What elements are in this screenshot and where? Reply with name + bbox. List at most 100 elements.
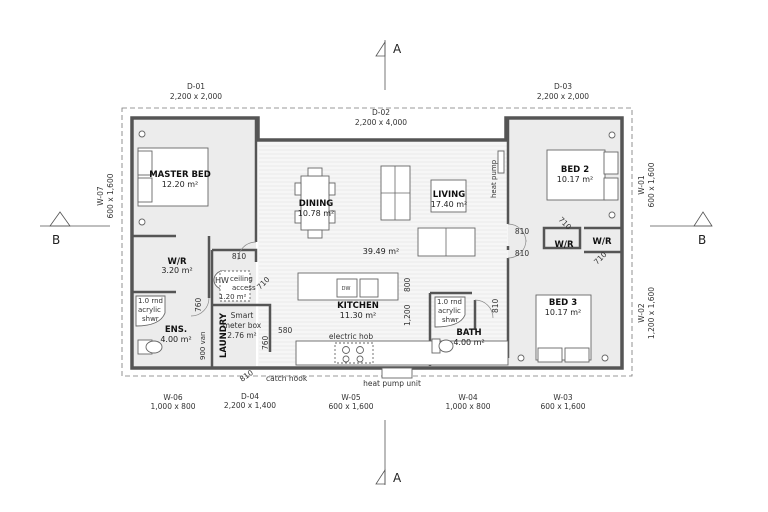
svg-text:W-05: W-05 — [341, 393, 361, 402]
svg-text:B: B — [52, 233, 60, 247]
svg-text:600 x 1,600: 600 x 1,600 — [106, 173, 115, 218]
room-area-bath: 4.00 m² — [453, 338, 484, 347]
svg-text:1,200: 1,200 — [403, 304, 412, 326]
svg-text:W-01: W-01 — [637, 175, 646, 195]
hot-water-cylinder — [213, 270, 251, 302]
room-area-living: 17.40 m² — [431, 200, 467, 209]
door-swings — [190, 223, 527, 319]
svg-text:2,200 x 2,000: 2,200 x 2,000 — [537, 92, 589, 101]
svg-text:HW: HW — [215, 276, 229, 285]
annotations: HW ceiling access 1.20 m² Smart meter bo… — [138, 159, 498, 388]
svg-text:1,200 x 1,600: 1,200 x 1,600 — [647, 287, 656, 339]
room-area-open-plan: 39.49 m² — [363, 247, 399, 256]
svg-text:1,000 x 800: 1,000 x 800 — [446, 402, 491, 411]
svg-text:B: B — [698, 233, 706, 247]
svg-text:heat pump unit: heat pump unit — [363, 379, 421, 388]
bed3-furniture — [517, 294, 609, 363]
ensuite-fixtures — [135, 295, 166, 355]
svg-text:900 van: 900 van — [199, 332, 207, 360]
svg-text:shwr: shwr — [142, 315, 159, 323]
bath-fixtures — [431, 296, 466, 354]
room-name-dining: DINING — [299, 199, 334, 209]
svg-text:2,200 x 4,000: 2,200 x 4,000 — [355, 118, 407, 127]
heat-pump-unit — [497, 150, 505, 174]
svg-text:2,200 x 2,000: 2,200 x 2,000 — [170, 92, 222, 101]
room-name-wr-bed3: W/R — [592, 237, 611, 247]
svg-text:meter box: meter box — [223, 321, 262, 330]
room-name-bed3: BED 3 — [549, 298, 577, 308]
room-area-bed3: 10.17 m² — [545, 308, 581, 317]
section-marker-b-right: B — [650, 211, 713, 247]
svg-text:760: 760 — [261, 335, 270, 350]
svg-text:1.20 m²: 1.20 m² — [219, 293, 247, 301]
room-area-master-bed: 12.20 m² — [162, 180, 198, 189]
svg-text:810: 810 — [515, 249, 530, 258]
svg-text:1.0 rnd: 1.0 rnd — [138, 297, 163, 305]
bed2-furniture — [546, 131, 619, 219]
svg-text:A: A — [393, 471, 402, 485]
exterior-walls — [130, 116, 624, 370]
opening-labels: D-01 2,200 x 2,000 D-02 2,200 x 4,000 D-… — [96, 82, 656, 411]
section-marker-a-top: A — [375, 40, 402, 90]
room-area-ensuite: 4.00 m² — [160, 335, 191, 344]
room-area-dining: 10.78 m² — [298, 209, 334, 218]
svg-text:2,200 x 1,400: 2,200 x 1,400 — [224, 401, 276, 410]
svg-text:600 x 1,600: 600 x 1,600 — [541, 402, 586, 411]
svg-text:A: A — [393, 42, 402, 56]
svg-text:W-06: W-06 — [163, 393, 183, 402]
section-marker-a-bottom: A — [375, 420, 402, 485]
svg-text:810: 810 — [491, 298, 500, 313]
master-bed-furniture — [137, 130, 209, 226]
svg-text:580: 580 — [278, 326, 293, 335]
svg-text:2.76 m²: 2.76 m² — [227, 331, 256, 340]
room-name-bath: BATH — [456, 328, 481, 338]
svg-text:W-02: W-02 — [637, 303, 646, 323]
svg-text:heat pump: heat pump — [490, 159, 498, 198]
svg-text:810: 810 — [515, 227, 530, 236]
room-labels: MASTER BED 12.20 m² W/R 3.20 m² ENS. 4.0… — [149, 165, 612, 358]
room-area-bed2: 10.17 m² — [557, 175, 593, 184]
svg-text:DW: DW — [342, 286, 351, 292]
svg-text:shwr: shwr — [442, 316, 459, 324]
svg-text:810: 810 — [238, 368, 255, 384]
svg-text:acrylic: acrylic — [138, 306, 161, 314]
svg-text:catch hook: catch hook — [266, 374, 308, 383]
svg-text:acrylic: acrylic — [438, 307, 461, 315]
svg-text:1.0 rnd: 1.0 rnd — [437, 298, 462, 306]
room-name-master-bed: MASTER BED — [149, 170, 211, 180]
svg-text:D-01: D-01 — [187, 82, 205, 91]
svg-text:760: 760 — [194, 297, 203, 312]
room-name-bed2: BED 2 — [561, 165, 589, 175]
svg-text:D-04: D-04 — [241, 392, 259, 401]
room-name-laundry: LAUNDRY — [219, 312, 229, 358]
room-name-wr-bed2: W/R — [554, 240, 573, 250]
section-marker-b-left: B — [40, 211, 110, 247]
room-area-wr-master: 3.20 m² — [161, 266, 192, 275]
room-name-living: LIVING — [433, 190, 465, 200]
roof-outline — [121, 107, 633, 377]
svg-text:electric hob: electric hob — [329, 332, 373, 341]
svg-text:W-07: W-07 — [96, 186, 105, 206]
heat-pump-outdoor — [381, 367, 413, 379]
svg-text:ceiling: ceiling — [230, 275, 253, 283]
interior-walls — [132, 118, 621, 368]
svg-text:W-03: W-03 — [553, 393, 573, 402]
svg-text:800: 800 — [403, 277, 412, 292]
living-furniture — [380, 165, 476, 257]
svg-text:1,000 x 800: 1,000 x 800 — [151, 402, 196, 411]
svg-text:600 x 1,600: 600 x 1,600 — [329, 402, 374, 411]
svg-text:W-04: W-04 — [458, 393, 478, 402]
room-name-wr-master: W/R — [167, 257, 186, 267]
kitchen-furniture — [295, 272, 509, 366]
svg-text:810: 810 — [232, 252, 247, 261]
svg-text:D-02: D-02 — [372, 108, 390, 117]
room-name-kitchen: KITCHEN — [337, 301, 379, 311]
svg-text:access: access — [232, 284, 256, 292]
svg-text:Smart: Smart — [231, 311, 254, 320]
room-name-ensuite: ENS. — [165, 325, 187, 335]
svg-text:D-03: D-03 — [554, 82, 572, 91]
room-area-kitchen: 11.30 m² — [340, 311, 376, 320]
svg-text:600 x 1,600: 600 x 1,600 — [647, 162, 656, 207]
dining-table — [294, 167, 336, 239]
